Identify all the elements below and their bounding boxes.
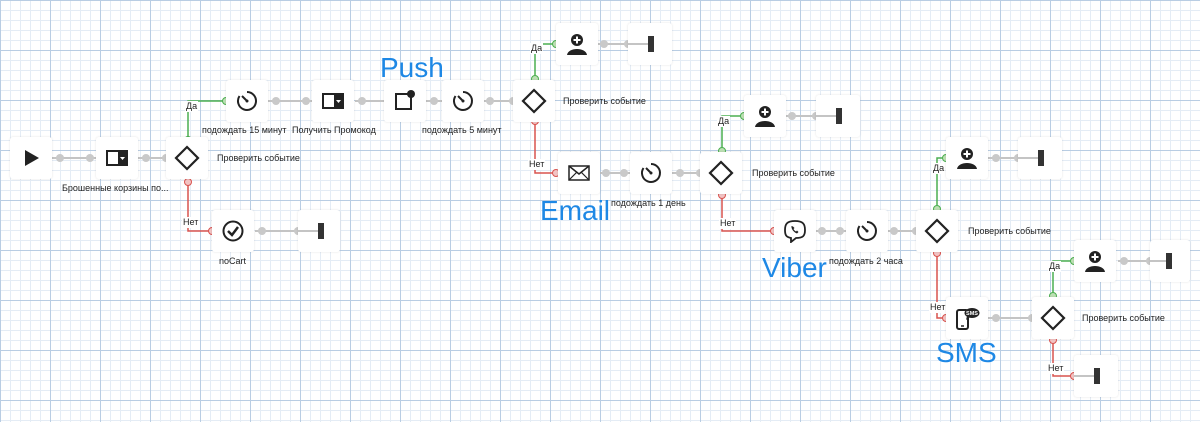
start-node[interactable]: [10, 137, 52, 179]
connector-dot[interactable]: [258, 227, 266, 235]
email-node[interactable]: [558, 152, 600, 194]
email-channel-label: Email: [540, 195, 611, 226]
wait-node[interactable]: [442, 80, 484, 122]
check-event-label: Проверить событие: [968, 226, 1051, 236]
envelope-icon: [568, 165, 590, 181]
wait-node-label: подождать 15 минут: [202, 125, 287, 135]
end-marker-icon: [1094, 368, 1100, 384]
add-user-icon: [567, 34, 587, 55]
add-contact-node[interactable]: [1074, 240, 1116, 282]
viber-node[interactable]: [774, 210, 816, 252]
check-event-node[interactable]: [166, 137, 208, 179]
connector-dot[interactable]: [358, 97, 366, 105]
connector-dot[interactable]: [620, 169, 628, 177]
segment-node[interactable]: [96, 137, 138, 179]
segment-select-icon: [106, 150, 128, 166]
add-contact-node[interactable]: [744, 95, 786, 137]
connector-dot[interactable]: [86, 154, 94, 162]
connector-dot[interactable]: [1120, 257, 1128, 265]
check-circle-icon: [222, 220, 244, 242]
connector-dot[interactable]: [602, 169, 610, 177]
connector-dot[interactable]: [836, 227, 844, 235]
wait-node[interactable]: [226, 80, 268, 122]
decision-diamond-icon: [174, 145, 200, 171]
end-marker-icon: [1166, 253, 1172, 269]
connector-dot[interactable]: [302, 97, 310, 105]
decision-diamond-icon: [1040, 305, 1066, 331]
end-marker-icon: [836, 108, 842, 124]
wait-node[interactable]: [630, 152, 672, 194]
get-promocode-node[interactable]: [312, 80, 354, 122]
connector-dot[interactable]: [890, 227, 898, 235]
connector-dot[interactable]: [142, 154, 150, 162]
viber-icon: [784, 220, 806, 243]
check-event-node[interactable]: [700, 152, 742, 194]
timer-icon: [641, 163, 661, 183]
play-icon: [25, 150, 39, 166]
check-event-label: Проверить событие: [752, 168, 835, 178]
no-branch-label: Нет: [182, 217, 200, 228]
yes-branch-label: Да: [717, 116, 731, 127]
push-notification-icon: [395, 90, 415, 110]
connector-dot[interactable]: [992, 314, 1000, 322]
add-user-icon: [1085, 251, 1105, 272]
add-contact-node[interactable]: [946, 137, 988, 179]
no-branch-label: Нет: [929, 302, 947, 313]
connector-dot[interactable]: [272, 97, 280, 105]
viber-channel-label: Viber: [762, 252, 827, 283]
connector-dot[interactable]: [992, 154, 1000, 162]
add-user-icon: [957, 148, 977, 169]
get-promocode-label: Получить Промокод: [292, 125, 376, 135]
wait-node-label: подождать 1 день: [611, 198, 686, 208]
add-contact-node[interactable]: [556, 23, 598, 65]
add-user-icon: [755, 106, 775, 127]
nocart-label: noCart: [219, 256, 247, 266]
sms-phone-icon: SMS: [956, 308, 980, 330]
end-marker-icon: [648, 36, 654, 52]
check-event-label: Проверить событие: [1082, 313, 1165, 323]
connector-dot[interactable]: [676, 169, 684, 177]
check-event-node[interactable]: [916, 210, 958, 252]
decision-diamond-icon: [708, 160, 734, 186]
segment-select-icon: [322, 93, 344, 109]
yes-branch-label: Да: [185, 101, 199, 112]
connector-dot[interactable]: [600, 40, 608, 48]
timer-icon: [453, 91, 473, 111]
no-branch-label: Нет: [1047, 363, 1065, 374]
push-channel-label: Push: [380, 52, 444, 83]
no-branch-label: Нет: [719, 218, 737, 229]
check-event-label: Проверить событие: [217, 153, 300, 163]
yes-branch-label: Да: [932, 163, 946, 174]
end-marker-icon: [318, 223, 324, 239]
nocart-node[interactable]: [212, 210, 254, 252]
sms-badge-text: SMS: [966, 311, 978, 317]
wait-node-label: подождать 2 часа: [829, 256, 903, 266]
timer-icon: [237, 91, 257, 111]
check-event-node[interactable]: [1032, 297, 1074, 339]
check-event-label: Проверить событие: [563, 96, 646, 106]
decision-diamond-icon: [521, 88, 547, 114]
connector-dot[interactable]: [56, 154, 64, 162]
sms-node[interactable]: SMS: [946, 297, 988, 339]
connector-dot[interactable]: [486, 97, 494, 105]
no-branch-label: Нет: [528, 159, 546, 170]
connector-dot[interactable]: [788, 112, 796, 120]
yes-branch-label: Да: [530, 43, 544, 54]
push-node[interactable]: [384, 80, 426, 122]
sms-channel-label: SMS: [936, 337, 997, 368]
yes-branch-label: Да: [1048, 261, 1062, 272]
end-marker-icon: [1038, 150, 1044, 166]
connector-dot[interactable]: [430, 97, 438, 105]
connector-dot[interactable]: [818, 227, 826, 235]
start-node-label: Брошенные корзины по...: [62, 183, 169, 193]
timer-icon: [857, 221, 877, 241]
check-event-node[interactable]: [513, 80, 555, 122]
decision-diamond-icon: [924, 218, 950, 244]
wait-node[interactable]: [846, 210, 888, 252]
wait-node-label: подождать 5 минут: [422, 125, 502, 135]
